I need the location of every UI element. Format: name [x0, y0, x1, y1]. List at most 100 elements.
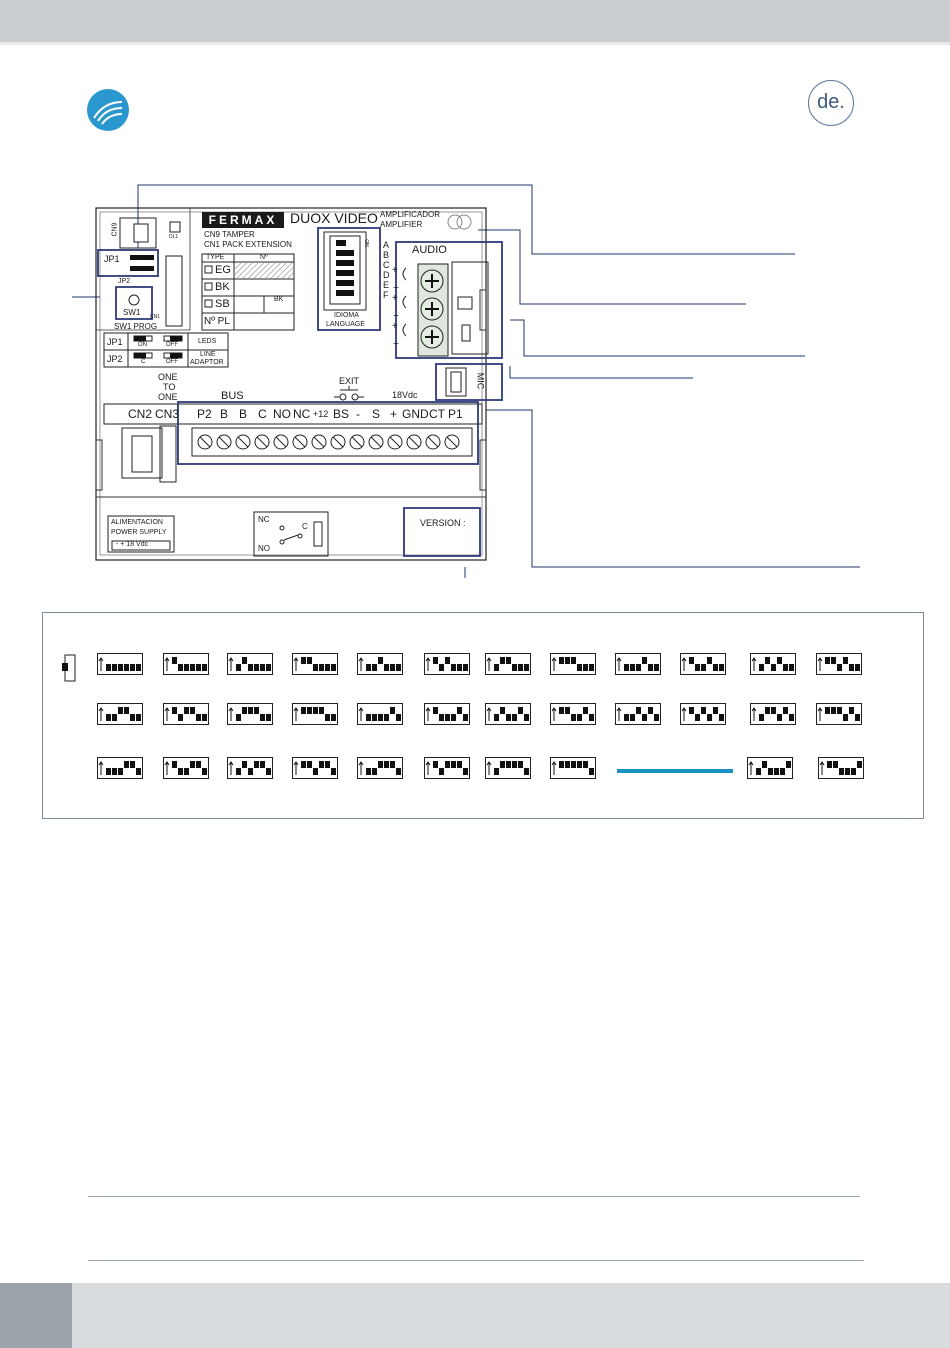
dip-switch-chip — [750, 653, 796, 675]
dip-switch-chip — [680, 703, 726, 725]
page-header-band — [0, 0, 950, 45]
relay-no: NO — [258, 544, 270, 553]
terminal-plus: + — [390, 407, 398, 421]
terminal-minus: - — [356, 407, 360, 421]
jp2-row-off: OFF — [166, 359, 178, 365]
jp1-row-off: OFF — [166, 342, 178, 348]
terminal-no: NO — [273, 407, 291, 421]
audio-plus-2: + — [392, 293, 398, 304]
terminal-c: C — [258, 407, 267, 421]
terminal-cn3: CN3 — [155, 407, 180, 421]
footer-rule-bottom — [88, 1260, 864, 1261]
dip-switch-chip — [163, 653, 209, 675]
n-header: Nº — [260, 254, 268, 261]
power-label-2: POWER SUPPLY — [111, 529, 167, 536]
jp1-label: JP1 — [104, 254, 120, 264]
terminal-b2: B — [239, 407, 248, 421]
jp1-row-on: ON — [138, 342, 147, 348]
idioma-label: IDIOMA — [334, 312, 359, 319]
sw1-prog-label: SW1 PROG — [114, 322, 158, 331]
dip-legend-switch-icon — [62, 654, 76, 682]
tamper-label: CN9 TAMPER — [204, 230, 255, 239]
fermax-brand: FERMAX — [208, 213, 278, 227]
one-to-one-3: ONE — [158, 392, 178, 402]
dip-switch-chip — [227, 653, 273, 675]
vdc-label: 18Vdc — [392, 390, 418, 400]
jp1-row-label: JP1 — [107, 337, 123, 347]
type-sb: SB — [215, 298, 230, 310]
jp2-row-c: C — [141, 359, 146, 365]
bk-cell: BK — [274, 296, 284, 303]
dip-switch-chip — [550, 653, 596, 675]
terminal-p2: P2 — [197, 407, 212, 421]
dip-switch-chip — [424, 703, 470, 725]
dl1-label: DL1 — [169, 234, 179, 240]
type-bk: BK — [215, 281, 230, 293]
audio-minus-1: − — [393, 283, 399, 294]
dip-switch-chip — [680, 653, 726, 675]
dip-letter-c: C — [383, 260, 390, 270]
footer-rule-top — [88, 1196, 860, 1197]
dip-letter-f: F — [383, 290, 389, 300]
audio-minus-3: − — [393, 339, 399, 350]
jp2-row-func-2: ADAPTOR — [190, 359, 224, 366]
one-to-one-2: TO — [163, 382, 176, 392]
mic-label: MIC — [475, 372, 486, 390]
dip-switch-chip — [357, 703, 403, 725]
dip-switch-chip — [550, 703, 596, 725]
power-polarity: - + 18 Vdc — [116, 541, 149, 548]
wave-logo-icon — [86, 88, 130, 132]
audio-minus-2: − — [393, 311, 399, 322]
dip-letter-b: B — [383, 250, 390, 260]
page-footer-band — [0, 1283, 950, 1348]
dip-letter-a: A — [383, 240, 390, 250]
dip-settings-panel — [42, 612, 924, 819]
dip-switch-chip — [485, 757, 531, 779]
pack-extension-label: CN1 PACK EXTENSION — [204, 240, 292, 249]
page-number-tab — [0, 1283, 72, 1348]
jp2-label: JP2 — [118, 278, 131, 285]
dip-switch-chip — [97, 757, 143, 779]
terminal-s: S — [372, 407, 381, 421]
dip-switch-chip — [816, 703, 862, 725]
terminal-plus12: +12 — [313, 409, 329, 419]
terminal-ct: CT — [429, 407, 445, 421]
dip-switch-chip — [550, 757, 596, 779]
dip-on-label: ON — [362, 239, 369, 247]
dip-switch-chip — [747, 757, 793, 779]
dip-switch-chip — [818, 757, 864, 779]
bus-label: BUS — [221, 390, 244, 402]
jp2-row-func-1: LINE — [200, 351, 216, 358]
audio-plus-1: + — [392, 265, 398, 276]
dip-letter-d: D — [383, 270, 390, 280]
one-to-one-1: ONE — [158, 372, 178, 382]
sw1-label: SW1 — [123, 308, 141, 317]
dip-switch-chip — [485, 653, 531, 675]
dip-switch-chip — [424, 653, 470, 675]
dip-switch-chip — [424, 757, 470, 779]
terminal-nc: NC — [293, 407, 311, 421]
dip-switch-chip — [163, 757, 209, 779]
audio-plus-3: + — [392, 321, 398, 332]
jp1-row-func: LEDS — [198, 338, 217, 345]
dip-switch-chip — [816, 653, 862, 675]
dip-switch-chip — [292, 703, 338, 725]
dip-switch-chip — [227, 703, 273, 725]
terminal-b1: B — [220, 407, 229, 421]
dip-switch-chip — [163, 703, 209, 725]
exit-label: EXIT — [339, 376, 360, 386]
npl-label: Nº PL — [204, 316, 230, 327]
dip-letter-e: E — [383, 280, 390, 290]
dip-switch-chip — [97, 653, 143, 675]
dip-unavailable-bar — [617, 769, 733, 773]
cn1-small-label: CN1 — [150, 314, 161, 320]
dip-switch-chip — [615, 653, 661, 675]
dip-switch-chip — [292, 757, 338, 779]
jp2-row-label: JP2 — [107, 354, 123, 364]
language-badge: de. — [808, 80, 854, 126]
terminal-p1: P1 — [448, 407, 463, 421]
dip-switch-chip — [485, 703, 531, 725]
type-eg: EG — [215, 264, 231, 276]
dip-switch-chip — [97, 703, 143, 725]
dip-switch-chip — [750, 703, 796, 725]
